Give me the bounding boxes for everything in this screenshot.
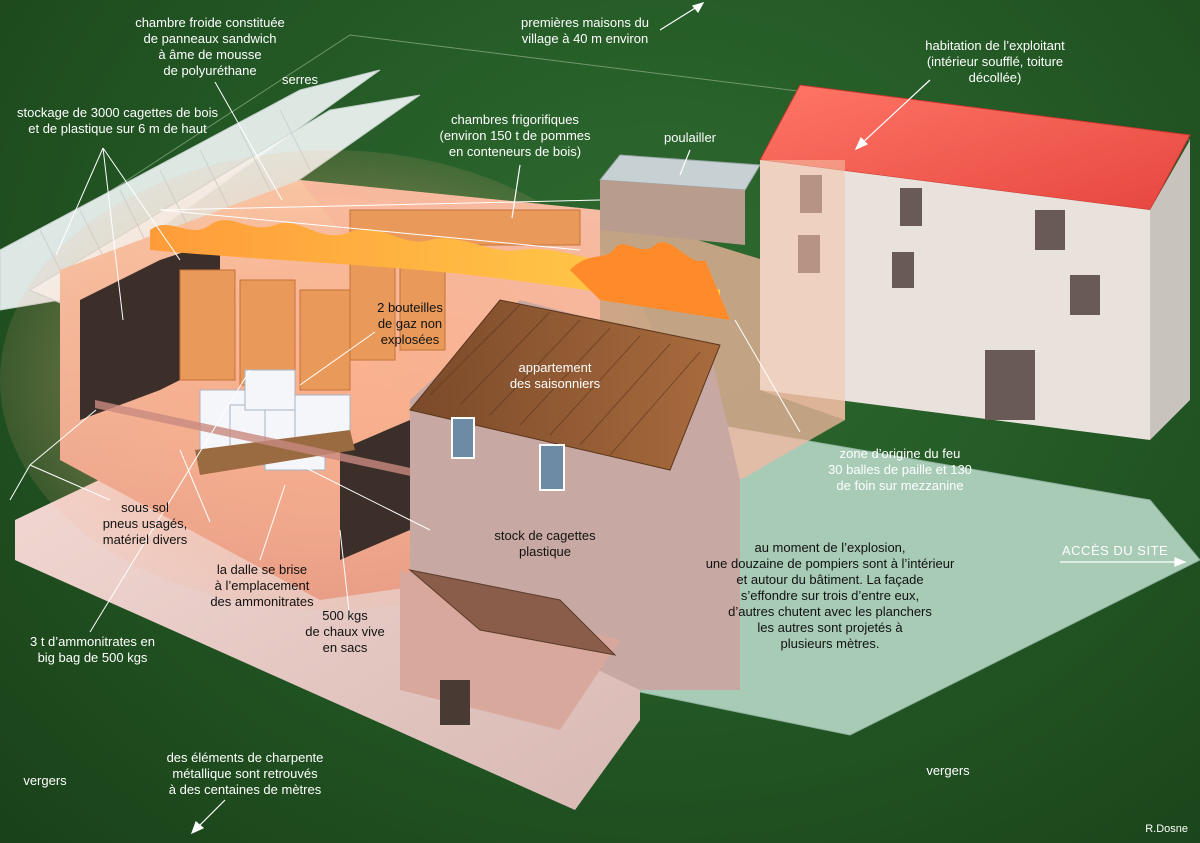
farmer-house-illustration [759, 84, 1191, 440]
label-site-access: ACCÈS DU SITE [1062, 543, 1169, 558]
apartment-windows [451, 417, 565, 491]
credit-signature: R.Dosne [1145, 823, 1188, 835]
label-gas-bottles: 2 bouteilles de gaz non explosées [377, 300, 443, 347]
fire-illustration [150, 220, 730, 320]
label-village: premières maisons du village à 40 m envi… [521, 15, 649, 46]
label-cold-room: chambre froide constituée de panneaux sa… [135, 15, 285, 78]
label-ammonitrates: 3 t d’ammonitrates en big bag de 500 kgs [29, 634, 155, 665]
label-quicklime: 500 kgs de chaux vive en sacs [305, 608, 385, 655]
label-fire-origin: zone d’origine du feu 30 balles de paill… [828, 446, 972, 493]
label-explosion-moment: au moment de l’explosion, une douzaine d… [705, 540, 955, 651]
label-farmer-house: habitation de l’exploitant (intérieur so… [925, 38, 1065, 85]
label-plastic-crates: stock de cagettes plastique [494, 528, 596, 559]
leader-lines [9, 81, 801, 633]
label-basement: sous sol pneus usagés, matériel divers [102, 500, 188, 547]
henhouse-illustration [599, 154, 761, 245]
arrows [190, 2, 1187, 835]
label-orchards-right: vergers [926, 763, 970, 778]
label-cold-chambers: chambres frigorifiques (environ 150 t de… [439, 112, 591, 159]
label-greenhouses: serres [281, 72, 319, 87]
label-steel-frame: des éléments de charpente métallique son… [166, 750, 324, 797]
wood-pallets [179, 209, 581, 391]
apartment-roof [409, 299, 721, 471]
label-crate-storage: stockage de 3000 cagettes de bois et de … [17, 105, 218, 136]
label-seasonal-apartment: appartement des saisonniers [509, 360, 601, 391]
bag-pallet [195, 430, 355, 475]
label-orchards-left: vergers [23, 773, 67, 788]
label-henhouse: poulailler [663, 130, 717, 145]
label-slab-breaks: la dalle se brise à l’emplacement des am… [210, 562, 314, 609]
